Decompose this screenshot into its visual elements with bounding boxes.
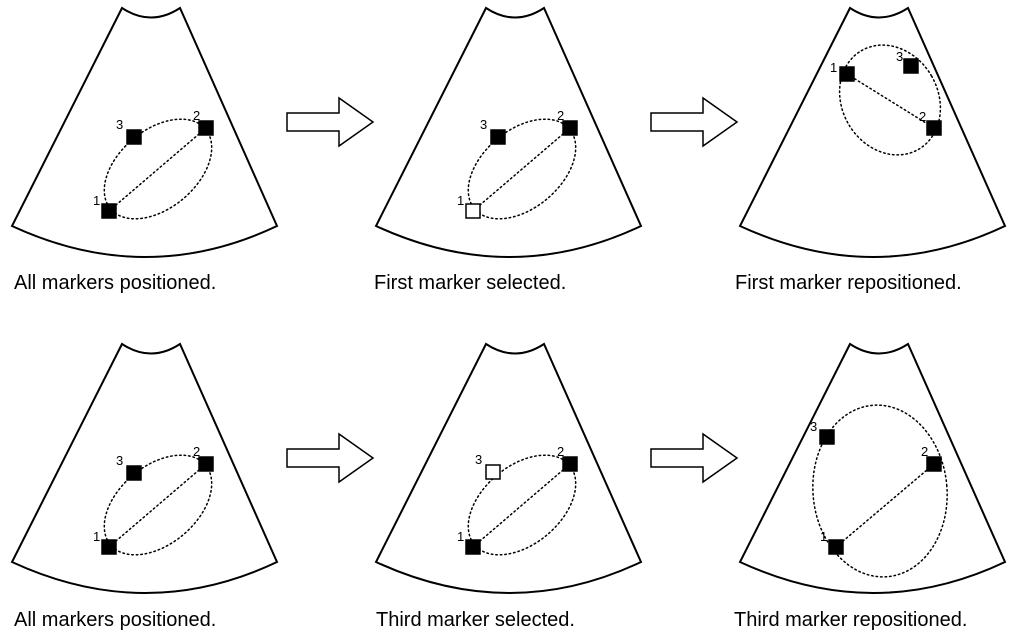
marker-label-1: 1 (457, 193, 464, 208)
marker-3 (903, 58, 919, 74)
marker-label-1: 1 (830, 60, 837, 75)
marker-2 (926, 456, 942, 472)
panel-4: 1 2 3 (10, 342, 279, 594)
right-arrow-icon (286, 432, 375, 484)
marker-label-1: 1 (820, 529, 827, 544)
caption-panel-2: First marker selected. (374, 272, 567, 294)
caption-panel-4: All markers positioned. (14, 609, 217, 631)
marker-label-3: 3 (475, 452, 482, 467)
marker-3 (126, 129, 142, 145)
marker-1 (465, 539, 481, 555)
caption-panel-5: Third marker selected. (376, 609, 575, 631)
marker-label-1: 1 (93, 529, 100, 544)
marker-label-2: 2 (193, 108, 200, 123)
marker-3 (485, 464, 501, 480)
marker-label-2: 2 (921, 444, 928, 459)
marker-1 (465, 203, 481, 219)
marker-2 (198, 456, 214, 472)
marker-label-2: 2 (193, 444, 200, 459)
marker-label-2: 2 (557, 108, 564, 123)
dotted-axis-line (472, 127, 571, 212)
caption-panel-1: All markers positioned. (14, 272, 217, 294)
marker-label-2: 2 (919, 109, 926, 124)
panel-6: 1 2 3 (738, 342, 1007, 594)
marker-2 (198, 120, 214, 136)
marker-1 (101, 203, 117, 219)
marker-2 (562, 120, 578, 136)
right-arrow-icon (286, 96, 375, 148)
right-arrow-icon (650, 432, 739, 484)
marker-label-3: 3 (480, 117, 487, 132)
marker-label-3: 3 (810, 419, 817, 434)
marker-1 (828, 539, 844, 555)
ultrasound-sector (738, 6, 1007, 258)
marker-3 (126, 465, 142, 481)
caption-panel-6: Third marker repositioned. (734, 609, 968, 631)
caption-panel-3: First marker repositioned. (735, 272, 962, 294)
marker-1 (101, 539, 117, 555)
marker-2 (562, 456, 578, 472)
marker-label-3: 3 (896, 49, 903, 64)
marker-label-3: 3 (116, 117, 123, 132)
ultrasound-sector (738, 342, 1007, 594)
dotted-ellipse (812, 404, 948, 578)
marker-label-3: 3 (116, 453, 123, 468)
dotted-ellipse (838, 44, 942, 156)
marker-label-2: 2 (557, 444, 564, 459)
dotted-axis-line (472, 463, 571, 548)
marker-1 (839, 66, 855, 82)
marker-label-1: 1 (457, 529, 464, 544)
marker-3 (490, 129, 506, 145)
dotted-axis-line (108, 127, 207, 212)
dotted-axis-line (846, 73, 935, 129)
right-arrow-icon (650, 96, 739, 148)
ultrasound-sector (10, 342, 279, 594)
marker-3 (819, 429, 835, 445)
dotted-axis-line (108, 463, 207, 548)
panel-2: 1 2 3 (374, 6, 643, 258)
ultrasound-sector (374, 342, 643, 594)
panel-1: 1 2 3 (10, 6, 279, 258)
ultrasound-sector (10, 6, 279, 258)
panel-5: 1 2 3 (374, 342, 643, 594)
ultrasound-sector (374, 6, 643, 258)
panel-3: 1 2 3 (738, 6, 1007, 258)
dotted-axis-line (835, 463, 935, 548)
marker-2 (926, 120, 942, 136)
marker-label-1: 1 (93, 193, 100, 208)
